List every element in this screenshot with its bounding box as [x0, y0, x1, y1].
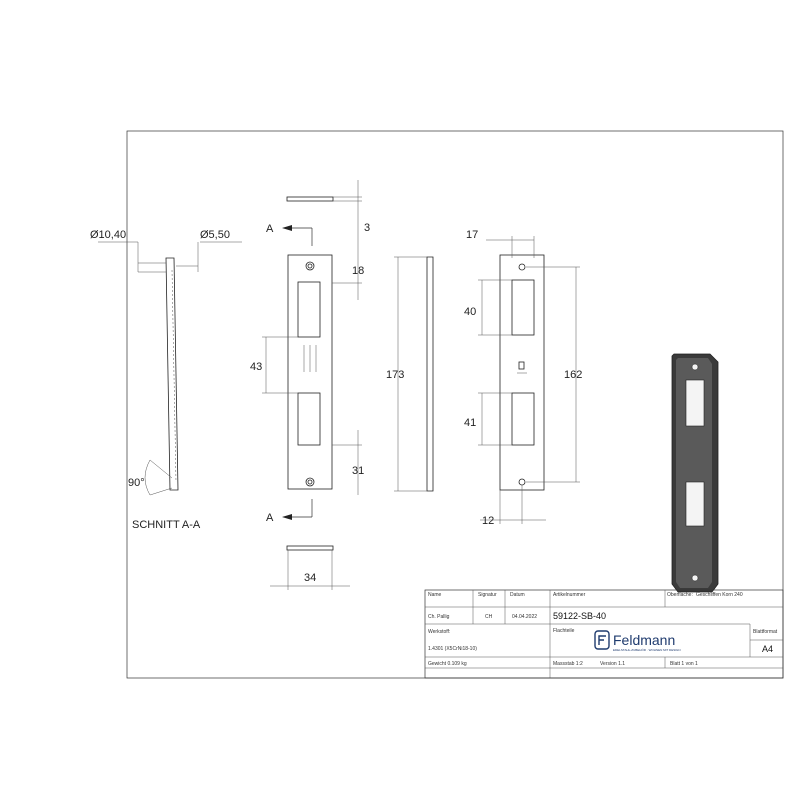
dim-hole-spacing: 162 — [564, 369, 582, 381]
tb-article-number: 59122-SB-40 — [553, 611, 606, 621]
tb-weight: Gewicht 0.109 kg — [428, 661, 467, 667]
tb-name-header: Name — [428, 592, 442, 598]
tb-article-header: Artikelnummer — [553, 592, 586, 598]
tb-format: A4 — [762, 644, 773, 654]
tb-format-header: Blattformat — [753, 629, 778, 635]
dim-height-total: 173 — [386, 369, 404, 381]
brand-tagline: EDELSTAHL-ZUBEHÖR · WOHNEN MIT DESIGN — [613, 648, 681, 652]
plate-3d-preview — [671, 353, 719, 593]
tb-sheet: Blatt 1 von 1 — [670, 661, 698, 667]
tb-surface-header: Oberfläche: — [667, 592, 693, 598]
dim-slot-upper: 40 — [464, 306, 476, 318]
tb-date-header: Datum — [510, 592, 525, 598]
dim-bottom-margin: 12 — [482, 515, 494, 527]
side-view: 173 — [386, 256, 434, 492]
tb-date: 04.04.2022 — [512, 614, 537, 620]
tb-name: Ch. Pallig — [428, 614, 450, 620]
dim-slot-lower: 41 — [464, 417, 476, 429]
tb-sig: CH — [485, 614, 493, 620]
tb-material: 1.4301 (X5CrNi18-10) — [428, 646, 477, 652]
back-view: 17 40 41 162 12 — [464, 229, 582, 527]
brand-name: Feldmann — [613, 632, 675, 648]
tb-material-header: Werkstoff: — [428, 629, 450, 635]
bottom-edge — [286, 545, 334, 551]
tb-sig-header: Signatur — [478, 592, 497, 598]
dim-slot-spacing: 43 — [250, 361, 262, 373]
dim-thickness: 3 — [364, 222, 370, 234]
dim-width: 34 — [304, 572, 316, 584]
dim-bottom-offset: 31 — [352, 465, 364, 477]
dim-side-offset: 17 — [466, 229, 478, 241]
dim-dia-small: Ø5,50 — [200, 229, 230, 241]
tb-scale: Massstab 1:2 — [553, 661, 583, 667]
dim-angle: 90° — [128, 477, 145, 489]
top-edge — [286, 196, 334, 202]
plate-side — [426, 256, 434, 492]
tb-version: Version 1.1 — [600, 661, 625, 667]
section-profile — [165, 257, 179, 491]
dim-dia-large: Ø10,40 — [90, 229, 126, 241]
section-view: Ø10,40 Ø5,50 90° SCHNITT A-A — [90, 229, 242, 531]
tb-surface: Geschliffen Korn 240 — [696, 592, 743, 598]
title-block: Name Signatur Datum Artikelnummer Oberfl… — [424, 589, 784, 679]
dim-top-offset: 18 — [352, 265, 364, 277]
section-mark-bottom: A — [266, 512, 274, 524]
front-view: A A 3 18 43 31 34 — [250, 180, 370, 590]
section-label: SCHNITT A-A — [132, 519, 201, 531]
tb-bezeichnung: Flachteile — [553, 628, 575, 634]
section-mark-top: A — [266, 223, 274, 235]
feldmann-logo: Feldmann EDELSTAHL-ZUBEHÖR · WOHNEN MIT … — [594, 630, 681, 652]
